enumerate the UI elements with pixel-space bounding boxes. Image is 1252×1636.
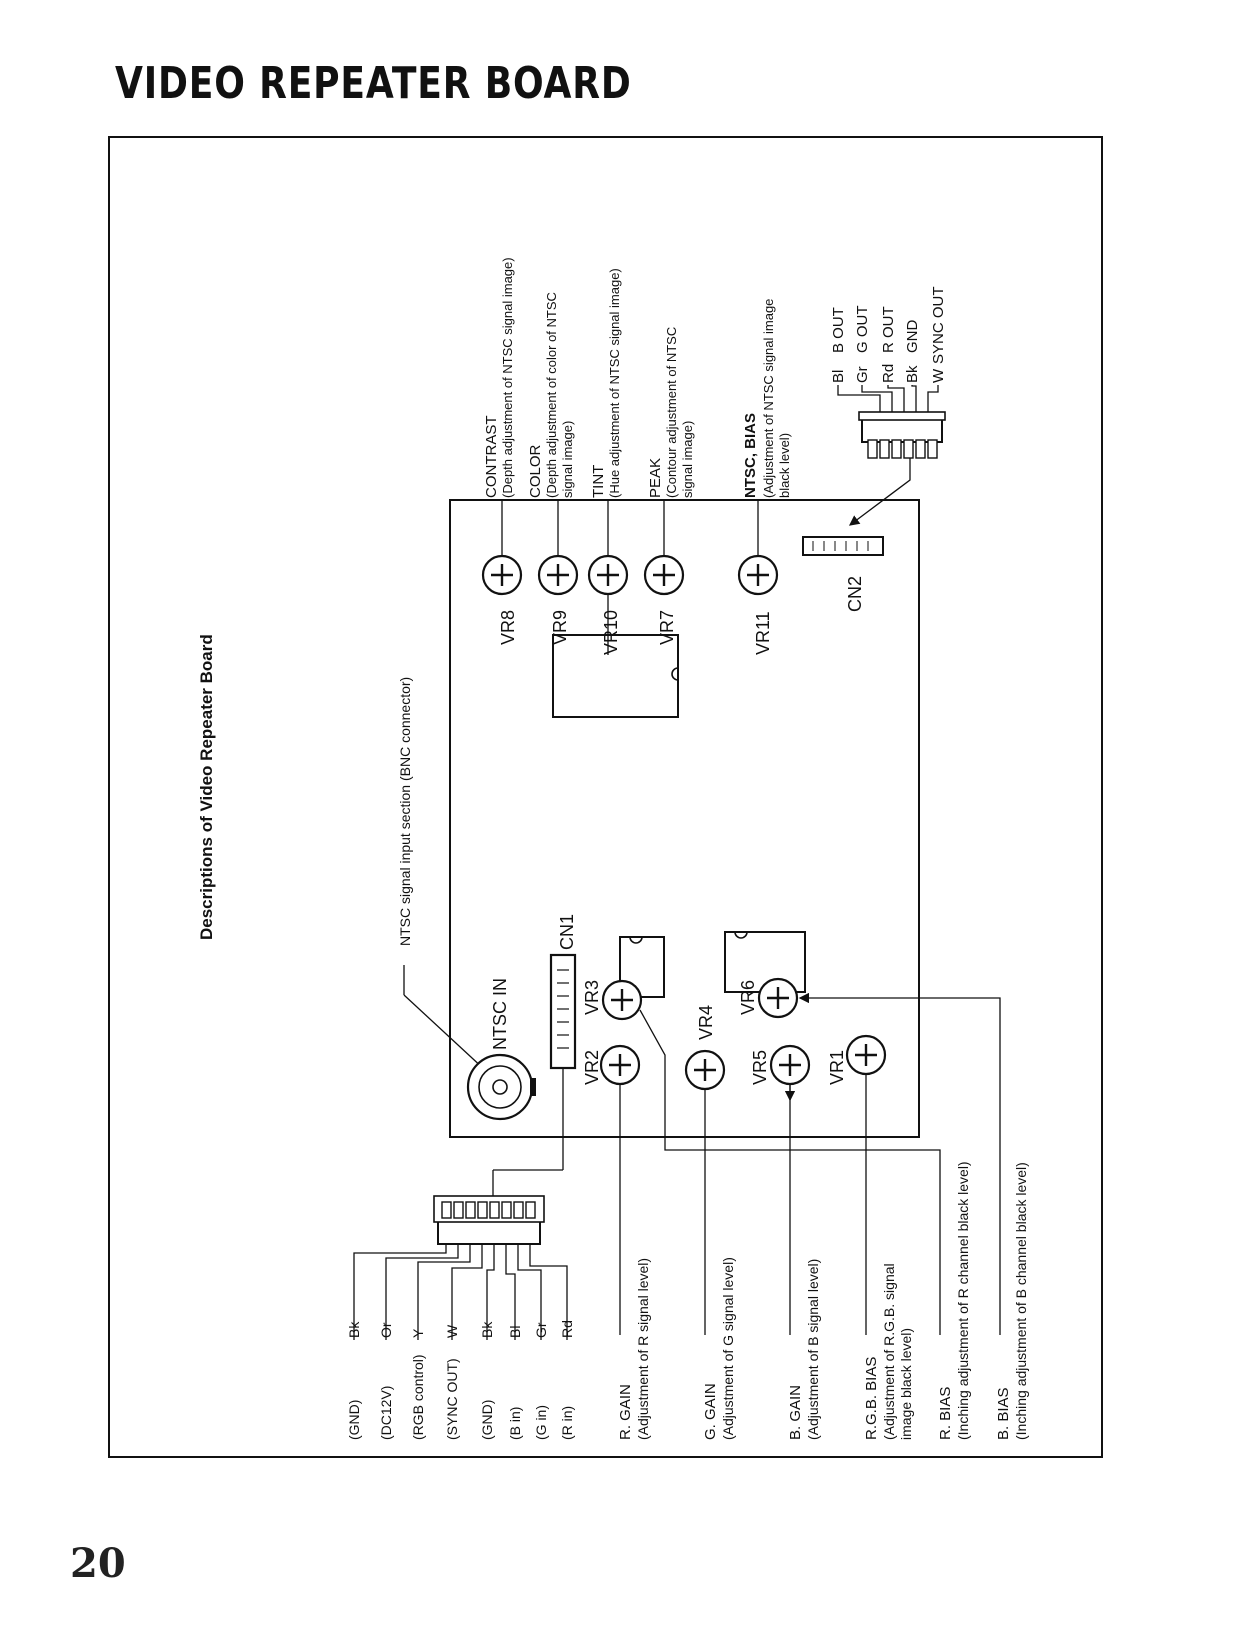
color-desc: signal image) xyxy=(560,421,575,498)
cn2-harness-plug xyxy=(858,411,946,459)
vr6-pot[interactable] xyxy=(757,977,799,1019)
cn1-pin-wire: W xyxy=(444,1324,460,1338)
vr8-label: VR8 xyxy=(498,610,518,645)
r-bias-label: R. BIAS xyxy=(937,1387,954,1440)
vr3-pot[interactable] xyxy=(601,979,643,1021)
vr10-pot[interactable] xyxy=(587,554,629,596)
rgb-bias-desc: image black level) xyxy=(898,1328,914,1440)
color-label: COLOR xyxy=(527,444,544,498)
vr9-pot[interactable] xyxy=(537,554,579,596)
page-number: 20 xyxy=(70,1540,126,1587)
vr8-pot[interactable] xyxy=(481,554,523,596)
cn1-pin-signal: (GND) xyxy=(346,1400,362,1440)
ic-chip xyxy=(552,634,679,718)
vr1-label: VR1 xyxy=(827,1050,847,1085)
g-gain-label: G. GAIN xyxy=(702,1383,719,1440)
ntsc-bias-desc: (Adjustment of NTSC signal image xyxy=(761,299,776,498)
tint-desc: (Hue adjustment of NTSC signal image) xyxy=(607,268,622,498)
cn1-pin-signal: (SYNC OUT) xyxy=(444,1358,460,1440)
vr11-pot[interactable] xyxy=(737,554,779,596)
r-gain-label: R. GAIN xyxy=(617,1384,634,1440)
b-gain-desc: (Adjustment of B signal level) xyxy=(805,1259,821,1440)
cn1-label: CN1 xyxy=(557,914,577,950)
vr10-label: VR10 xyxy=(601,610,621,655)
diagram-heading: Descriptions of Video Repeater Board xyxy=(197,634,216,940)
cn2-pin-signal: R OUT xyxy=(880,306,897,353)
cn1-pin-signal: (R in) xyxy=(559,1406,575,1440)
cn2-pin-signal: B OUT xyxy=(830,307,847,353)
bnc-connector xyxy=(466,1053,536,1121)
contrast-desc: (Depth adjustment of NTSC signal image) xyxy=(500,257,515,498)
cn2-pin-wire: Bl xyxy=(830,370,847,383)
cn1-pin-wire: Bk xyxy=(346,1321,362,1338)
cn2-pin-signal: G OUT xyxy=(854,306,871,354)
cn2-connector xyxy=(802,536,884,556)
b-bias-desc: (Inching adjustment of B channel black l… xyxy=(1013,1162,1029,1440)
vr3-label: VR3 xyxy=(582,980,602,1015)
peak-desc: signal image) xyxy=(680,421,695,498)
b-gain-label: B. GAIN xyxy=(787,1385,804,1440)
cn2-pin-wire: Rd xyxy=(880,364,897,383)
cn1-pin-wire: Rd xyxy=(559,1320,575,1338)
ntsc-section-label: NTSC signal input section (BNC connector… xyxy=(397,677,413,946)
cn2-pin-signal: GND xyxy=(904,320,921,354)
vr7-pot[interactable] xyxy=(643,554,685,596)
cn1-harness-plug xyxy=(433,1195,545,1245)
g-gain-desc: (Adjustment of G signal level) xyxy=(720,1257,736,1440)
vr4-pot[interactable] xyxy=(684,1049,726,1091)
vr11-label: VR11 xyxy=(753,611,773,655)
contrast-label: CONTRAST xyxy=(483,416,500,499)
peak-label: PEAK xyxy=(647,458,664,498)
vr5-pot[interactable] xyxy=(769,1044,811,1086)
vr5-label: VR5 xyxy=(750,1050,770,1085)
ntsc-bias-desc: black level) xyxy=(777,433,792,498)
ntsc-in-label: NTSC IN xyxy=(490,978,510,1050)
cn2-pin-wire: Bk xyxy=(904,365,921,383)
cn1-connector xyxy=(549,953,577,1070)
cn1-pin-signal: (GND) xyxy=(479,1400,495,1440)
cn1-pin-wire: Gr xyxy=(533,1322,549,1338)
cn1-pin-signal: (DC12V) xyxy=(378,1386,394,1440)
vr6-label: VR6 xyxy=(738,980,758,1015)
vr4-label: VR4 xyxy=(696,1005,716,1040)
color-desc: (Depth adjustment of color of NTSC xyxy=(544,292,559,498)
vr2-label: VR2 xyxy=(582,1050,602,1085)
cn1-pin-signal: (G in) xyxy=(533,1405,549,1440)
pcb-outline xyxy=(449,499,920,1138)
cn2-pin-list: Bl B OUT Gr G OUT Rd R OUT Bk GND W SYNC OUT xyxy=(830,286,947,383)
cn2-label: CN2 xyxy=(845,576,865,612)
tint-label: TINT xyxy=(590,465,607,498)
outer-frame xyxy=(108,136,1103,1458)
cn1-pin-signal: (RGB control) xyxy=(410,1354,426,1440)
rgb-bias-label: R.G.B. BIAS xyxy=(863,1357,880,1440)
cn2-pin-wire: Gr xyxy=(854,366,871,383)
cn1-pin-wire: Bk xyxy=(479,1321,495,1338)
page-title: VIDEO REPEATER BOARD xyxy=(115,58,632,109)
vr2-pot[interactable] xyxy=(599,1044,641,1086)
cn1-pin-signal: (B in) xyxy=(507,1407,523,1440)
ntsc-bias-label: NTSC, BIAS xyxy=(742,413,759,498)
vr9-label: VR9 xyxy=(550,610,570,645)
peak-desc: (Contour adjustment of NTSC xyxy=(664,327,679,498)
rgb-bias-desc: (Adjustment of R.G.B. signal xyxy=(881,1263,897,1440)
vr1-pot[interactable] xyxy=(845,1034,887,1076)
r-bias-desc: (Inching adjustment of R channel black l… xyxy=(955,1161,971,1440)
cn2-pin-signal: SYNC OUT xyxy=(930,286,947,364)
cn1-pin-wire: Or xyxy=(378,1322,394,1338)
b-bias-label: B. BIAS xyxy=(995,1387,1012,1440)
cn1-pin-wire: Y xyxy=(410,1328,426,1338)
cn2-pin-wire: W xyxy=(930,368,947,383)
r-gain-desc: (Adjustment of R signal level) xyxy=(635,1258,651,1440)
ic-chip xyxy=(724,931,806,993)
cn1-pin-wire: Bl xyxy=(507,1326,523,1338)
vr7-label: VR7 xyxy=(657,610,677,645)
cn1-pin-list: Bk (GND) Or (DC12V) Y (RGB control) W (SYNC OUT… xyxy=(346,1320,575,1440)
